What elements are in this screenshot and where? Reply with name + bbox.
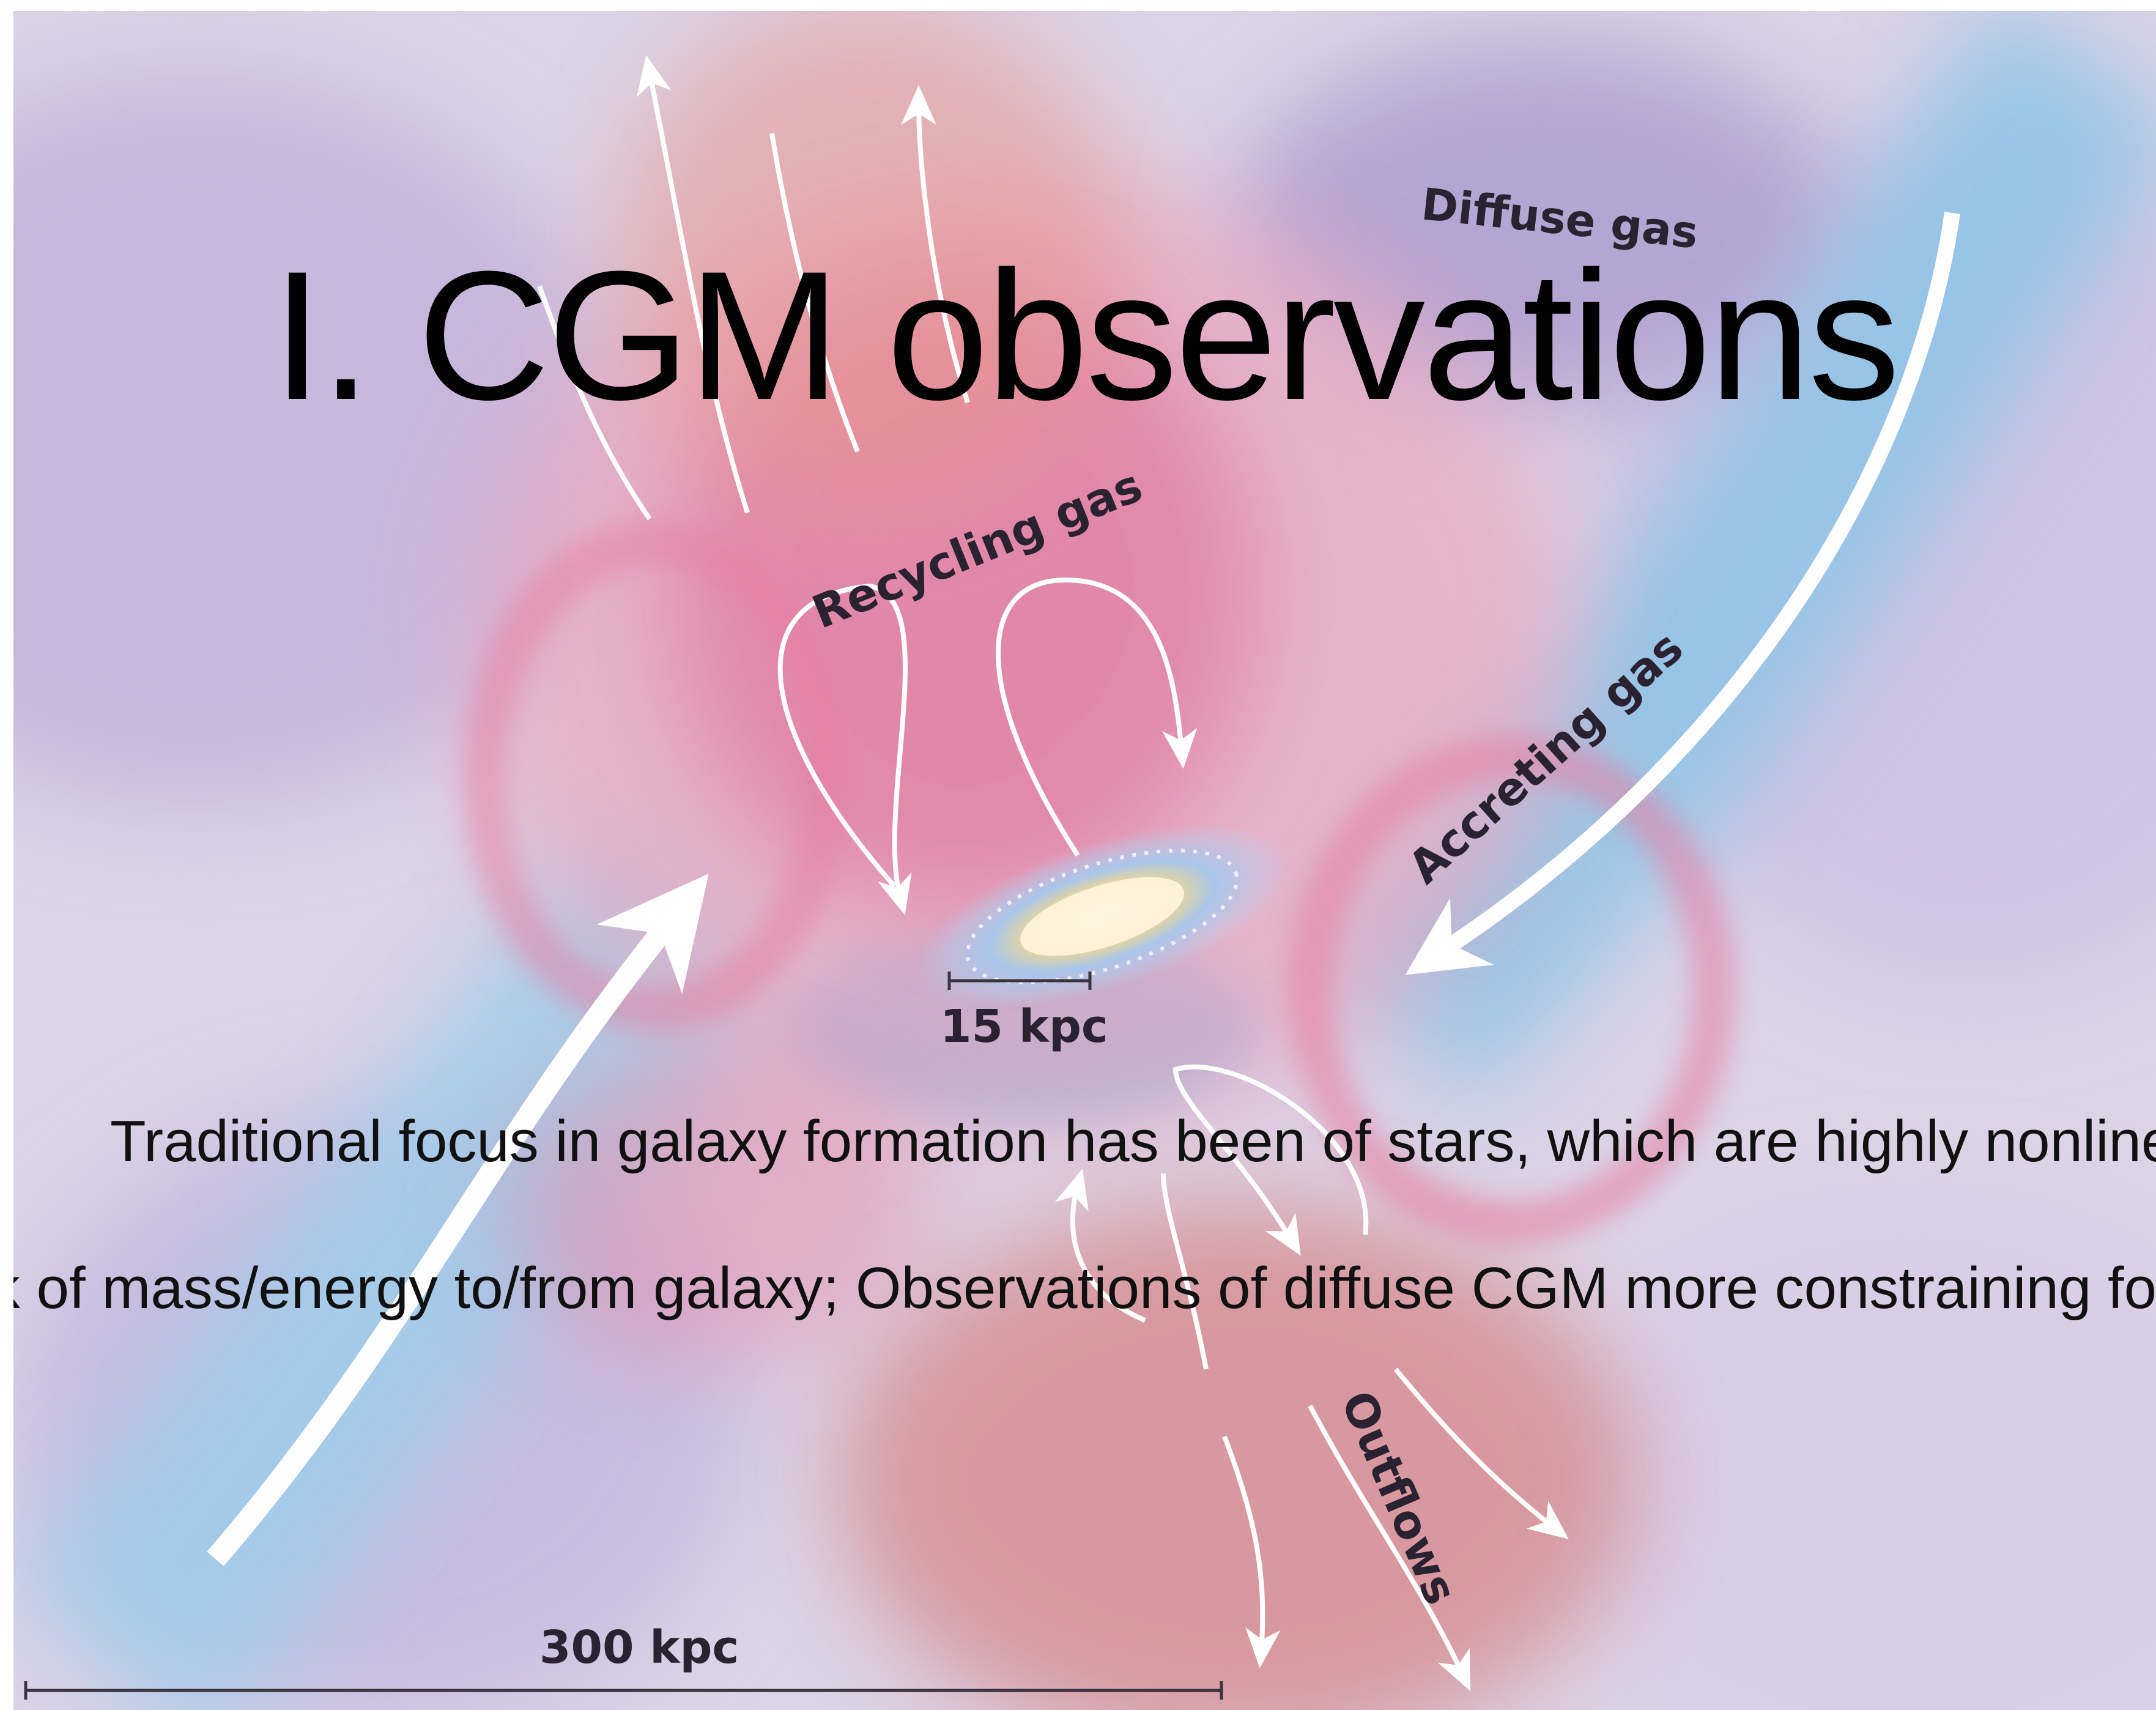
label-scale-15kpc: 15 kpc <box>940 1000 1108 1053</box>
body-text-line-1: Traditional focus in galaxy formation ha… <box>110 1112 2156 1171</box>
body-text-line-2: k of mass/energy to/from galaxy; Observa… <box>13 1259 2156 1318</box>
slide-title: I. CGM observations <box>13 243 2156 427</box>
label-scale-300kpc: 300 kpc <box>539 1621 739 1674</box>
slide: Diffuse gas Recycling gas Accreting gas … <box>13 11 2156 1710</box>
